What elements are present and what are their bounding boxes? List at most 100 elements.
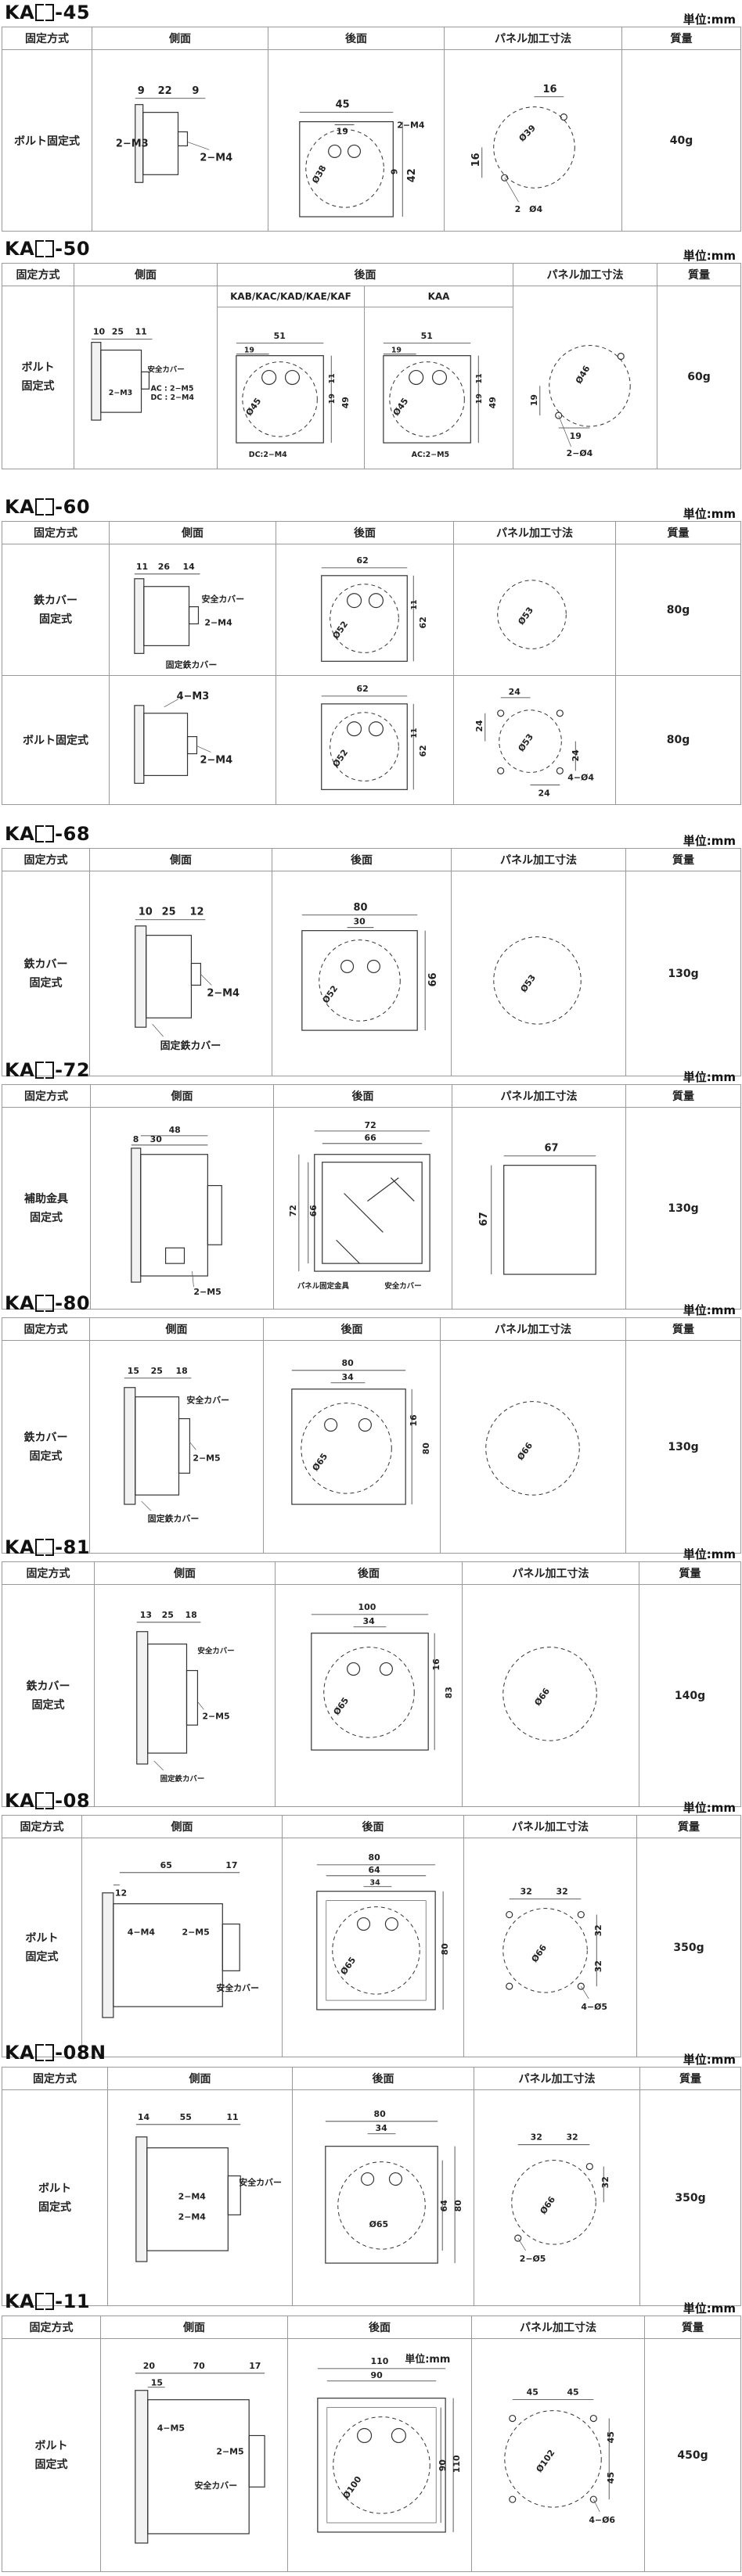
dim-w2: 34 [363,1616,376,1626]
dia-label: Ø66 [515,1440,535,1462]
header-side: 側面 [107,2067,293,2090]
header-panel: パネル加工寸法 [462,1561,639,1585]
header-mass: 質量 [636,1815,741,1838]
dim-c: 32 [593,1924,603,1936]
dim-w: 110 [371,2356,389,2366]
unit-label: 単位:mm [683,507,736,521]
cover-label: 安全カバー [197,1647,234,1656]
dim-c: 32 [600,2176,611,2188]
mass-value-1: 80g [615,543,741,677]
dia-label: Ø45 [391,397,411,419]
panel-drawing: 67 67 [452,1107,626,1310]
dim-d: 32 [593,1960,603,1972]
dim-w2: 19 [337,127,348,137]
dim-d1: 20 [143,2361,156,2371]
cover-label: 安全カバー [384,1281,421,1291]
rear-view-svg-2: 62 11 62 Ø52 [321,684,428,791]
side-drawing: 12 65 17 4−M4 2−M5 安全カバー [81,1838,283,2057]
header-rear: 後面 [273,1084,452,1108]
term-label: AC:2−M5 [412,451,449,459]
dim-d1: 14 [138,2112,150,2122]
mount-type: 補助金具固定式 [2,1107,91,1310]
dim-h2: 62 [418,616,428,628]
panel-drawing: Ø46 19 19 2−Ø4 [513,286,657,469]
ac-label: AC : 2−M5 [150,384,193,393]
mount-type-2: ボルト固定式 [2,675,110,805]
dim-d2: 25 [162,907,176,918]
rear-view-svg-1: 51 19 11 19 49 Ø45 DC:2−M4 [236,331,351,459]
dim-h2: 80 [453,2200,463,2212]
header-side: 側面 [89,848,272,871]
header-mass: 質量 [625,848,741,871]
cover-label: 安全カバー [194,2480,237,2491]
side-view-svg: 10 25 12 2−M4 固定鉄カバー [135,907,240,1052]
mass-value-2: 80g [615,675,741,805]
dim-h3: 49 [488,397,498,409]
panel-drawing: 32 32 32 Ø66 2−Ø5 [474,2089,640,2306]
header-panel: パネル加工寸法 [471,2316,645,2339]
dim-d2: 70 [193,2361,206,2371]
dim-d3: 17 [249,2361,261,2371]
spec-table-45: 固定方式 側面 後面 パネル加工寸法 質量 ボルト固定式 9 22 9 2−M3… [2,27,741,232]
header-side: 側面 [89,1317,264,1341]
mass-value: 60g [657,286,741,469]
panel-view-svg-1: Ø53 [497,580,567,649]
panel-view-svg: Ø66 [502,1647,597,1741]
bolt-label: 2−M4 [207,987,240,999]
side-view-svg: 8 30 48 2−M5 [131,1125,222,1297]
dim-d2: 55 [180,2112,192,2122]
dia-label: Ø66 [529,1942,549,1964]
dim-d3: 9 [192,85,199,97]
rear-view-svg: 80 64 34 80 Ø65 [316,1852,450,2010]
header-panel: パネル加工寸法 [474,2067,640,2090]
panel-view-svg: Ø46 19 19 2−Ø4 [529,345,631,458]
side-drawing-2: 4−M3 2−M4 [109,675,276,805]
rear-drawing: 80 34 16 80 Ø65 [263,1340,441,1554]
header-mass: 質量 [621,27,741,50]
dia-label: Ø53 [516,732,535,754]
dim-b: 32 [556,1887,567,1897]
header-mass: 質量 [625,1084,741,1108]
mass-value: 450g [644,2338,741,2572]
side-view-svg-2: 4−M3 2−M4 [134,691,232,785]
unit-label: 単位:mm [683,1801,736,1815]
dim-b: 45 [567,2387,578,2398]
dim-h1: 11 [475,374,484,384]
dia-label: Ø65 [311,1452,330,1474]
side-view-svg: 15 25 18 安全カバー 2−M5 固定鉄カバー [124,1366,229,1524]
dim-h1: 9 [389,169,399,175]
header-panel: パネル加工寸法 [440,1317,626,1341]
dim-d4: 15 [151,2378,163,2388]
panel-drawing-2: 24 24 24 24 Ø53 4−Ø4 [453,675,616,805]
dim-h1: 16 [431,1658,441,1671]
mass-value: 130g [625,1340,741,1554]
mass-value: 130g [625,871,741,1076]
dim-h2: 80 [421,1442,431,1455]
dim-h2: 62 [418,745,428,757]
dim-w: 67 [544,1143,558,1155]
holes-label: 4−Ø5 [581,2002,607,2012]
dia-label: Ø65 [369,2219,389,2229]
dim-d3: 48 [169,1125,181,1135]
dim-d1: 10 [139,907,153,918]
bar-label: 固定鉄カバー [166,659,218,670]
header-mass: 質量 [657,263,741,286]
side-view-svg: 14 55 11 2−M4 2−M4 安全カバー [135,2112,282,2262]
mount-type: ボルト固定式 [2,2338,101,2572]
dim-h1: 72 [288,1205,298,1216]
dim-d3: 11 [135,327,147,337]
header-rear: 後面 [276,521,454,544]
panel-drawing: 32 32 32 32 Ø66 4−Ø5 [463,1838,637,2057]
spec-table-50: 固定方式 側面 後面 パネル加工寸法 質量 ボルト固定式 10 25 11 安全… [2,263,741,469]
header-rear: 後面 [272,848,452,871]
spec-table-60: 固定方式 側面 後面 パネル加工寸法 質量 鉄カバー固定式 11 26 14 安… [2,521,741,805]
rear-view-svg: 80 34 16 80 Ø65 [291,1358,431,1505]
header-mount: 固定方式 [2,1084,91,1108]
bolt-label: 2−M3 [116,138,149,149]
dim-w2: 66 [364,1133,376,1143]
mount-type: ボルト固定式 [2,49,92,232]
rear-view-svg-2: 51 19 11 19 49 Ø45 AC:2−M5 [383,331,498,459]
dim-h1: 11 [328,374,337,384]
unit-label: 単位:mm [683,2301,736,2316]
dim-w: 80 [354,902,368,914]
